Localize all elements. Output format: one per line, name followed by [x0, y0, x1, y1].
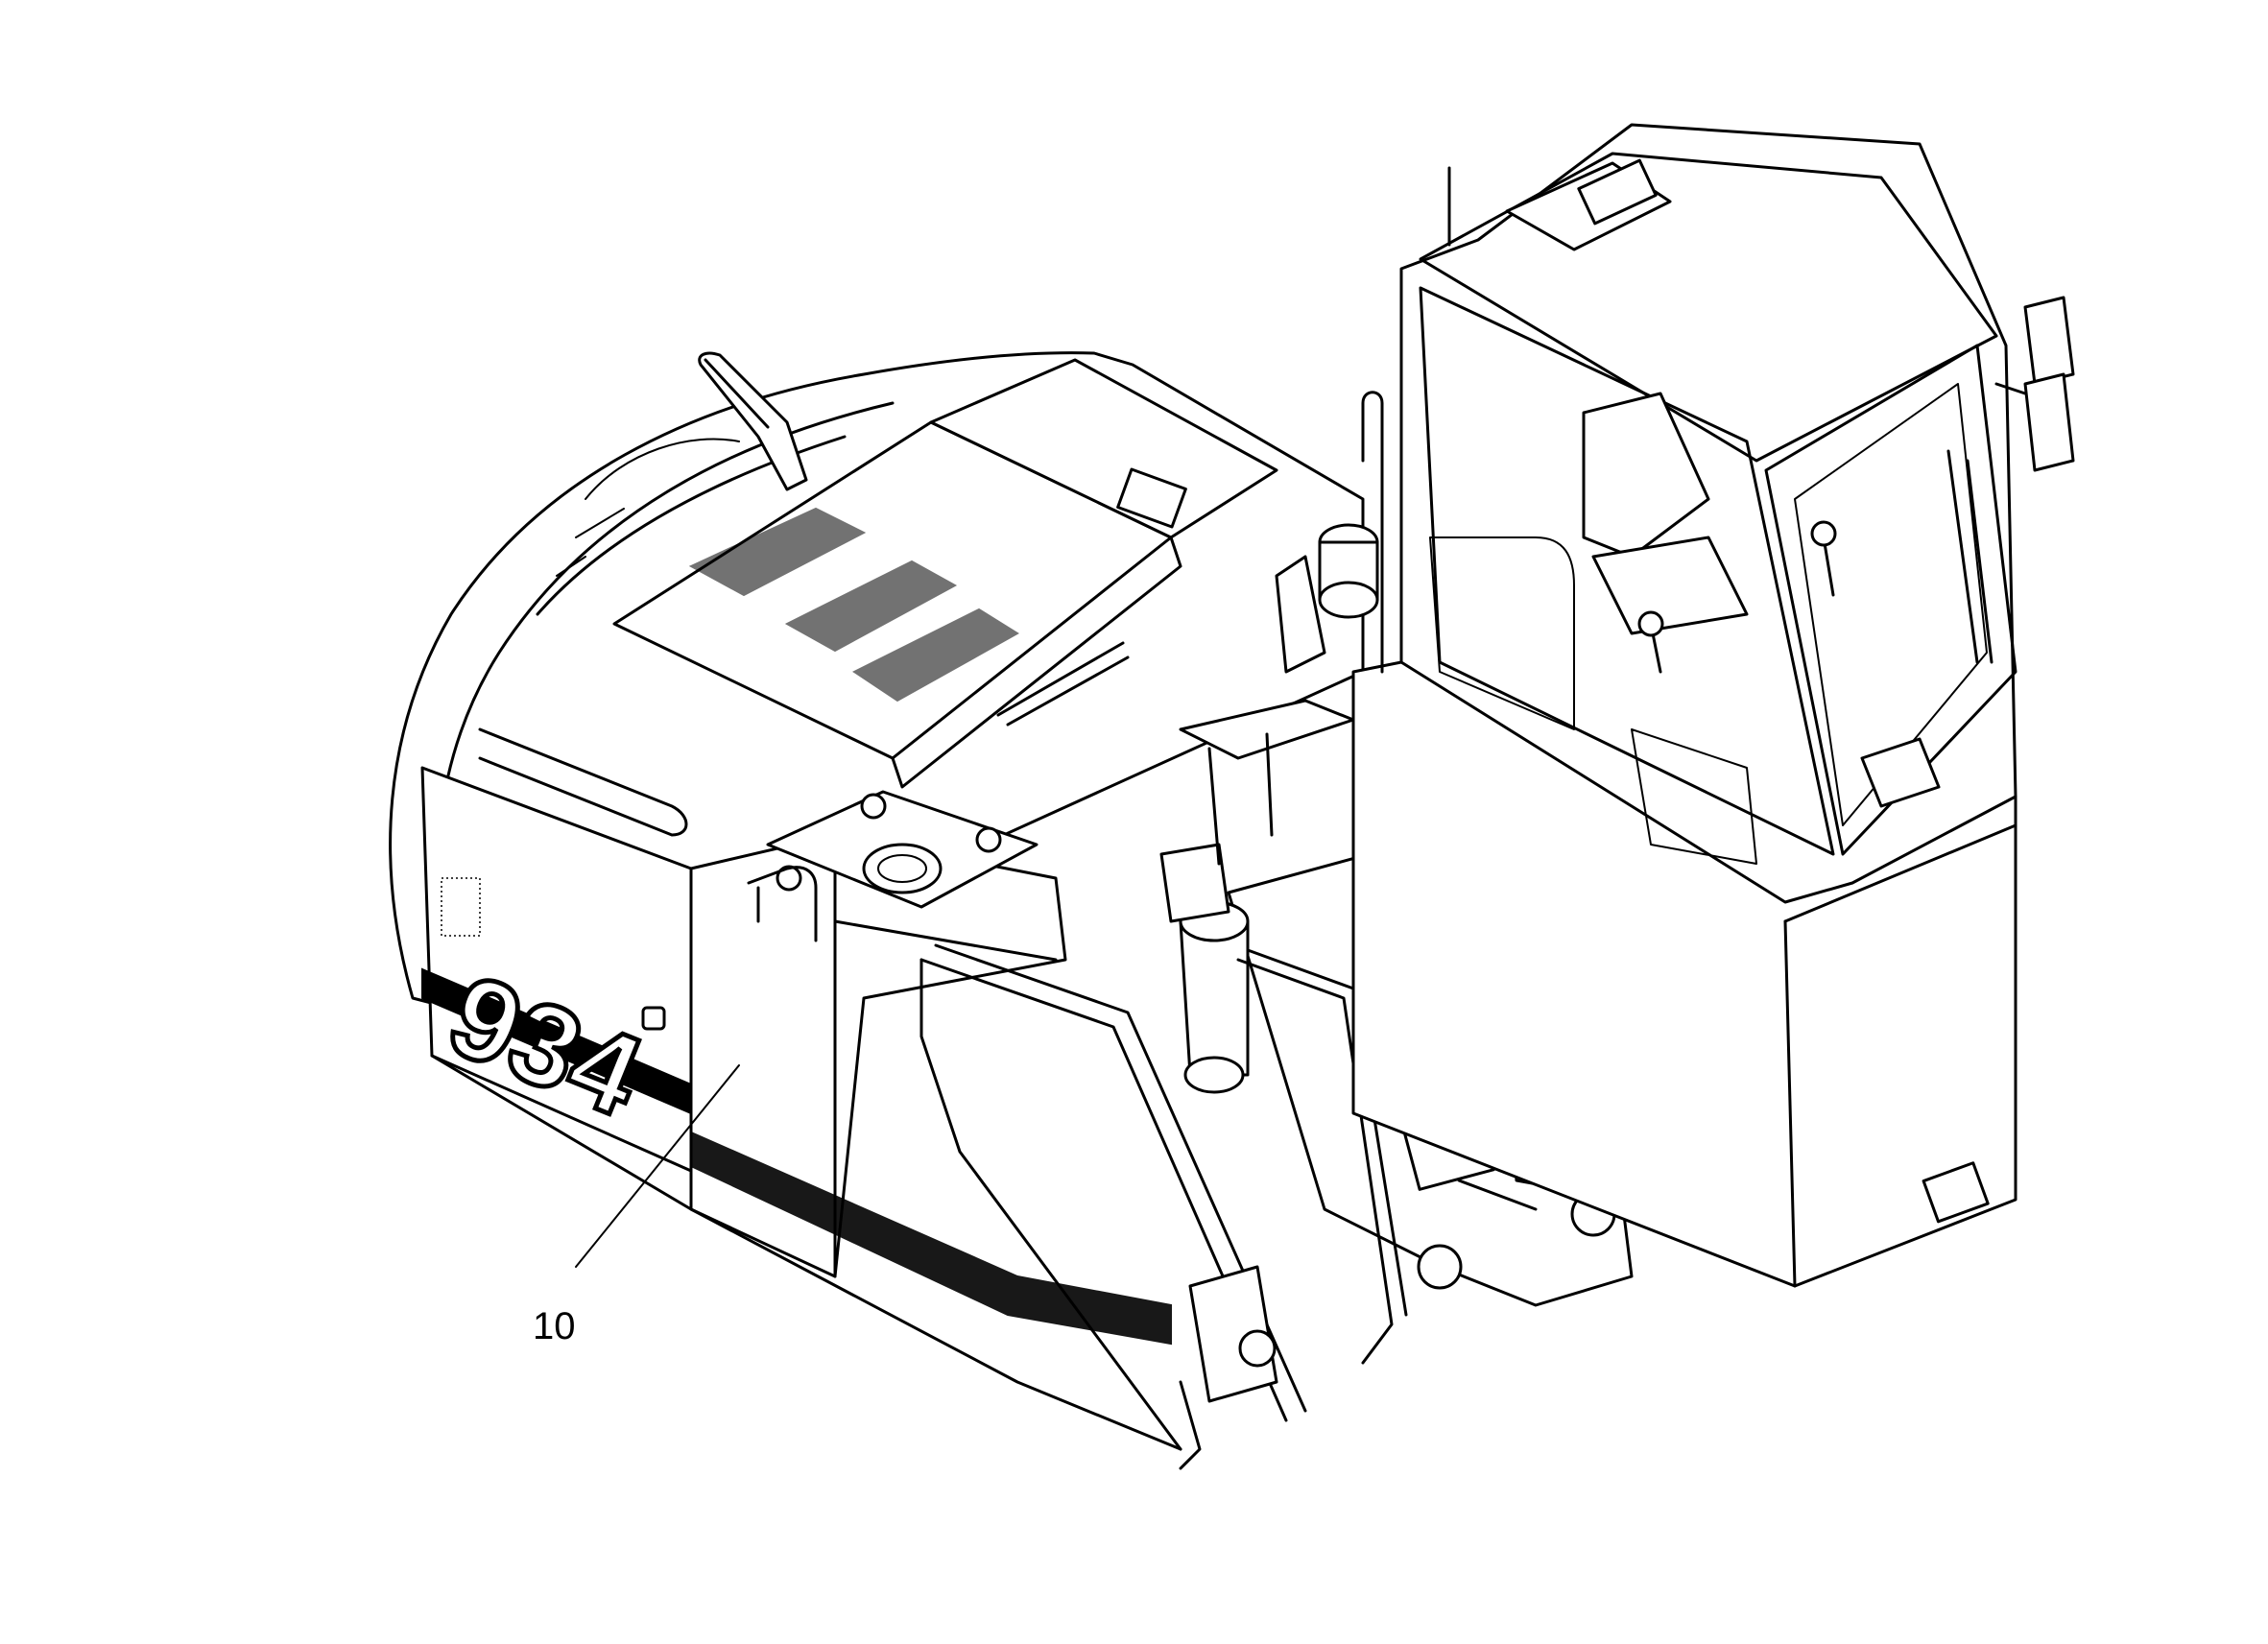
grille-dots [441, 877, 481, 937]
leader-line [575, 1064, 740, 1268]
vent-grille [688, 507, 1019, 703]
step-platform [1179, 699, 1355, 866]
callout-10: 10 [533, 1064, 740, 1347]
side-panel [689, 833, 1172, 1346]
cab-handrail [1361, 391, 1384, 674]
handrail-left [747, 866, 818, 942]
model-number-decal: 934 [432, 950, 658, 1141]
body-skirt [430, 1054, 1202, 1470]
swivel-column [1159, 843, 1250, 1094]
side-mirror [1994, 296, 2075, 472]
side-panel-left: 934 [420, 727, 693, 1173]
fuel-tank-top [766, 790, 1039, 909]
cab [1351, 123, 2075, 1288]
exhaust-pipe [698, 351, 808, 491]
guard-rail [919, 943, 1408, 1451]
air-filter [1275, 523, 1379, 674]
engine-hood [612, 358, 1278, 789]
callout-label: 10 [533, 1305, 576, 1347]
